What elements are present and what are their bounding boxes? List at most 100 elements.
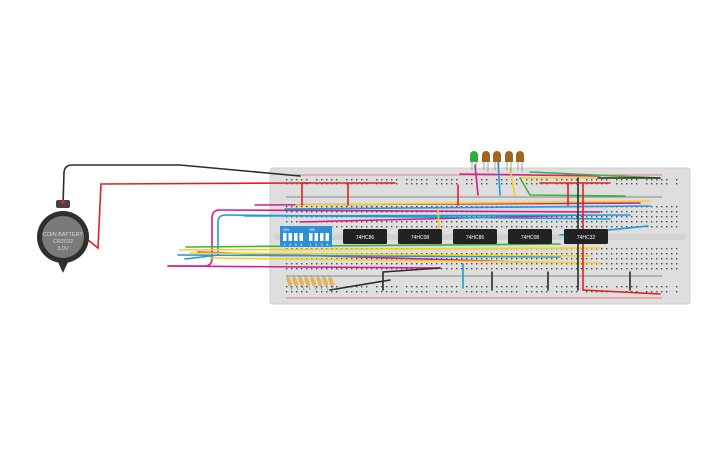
breadboard-hole xyxy=(626,263,628,265)
breadboard-hole xyxy=(621,183,623,185)
breadboard-hole xyxy=(461,221,463,223)
breadboard-hole xyxy=(531,263,533,265)
resistor[interactable] xyxy=(292,276,299,287)
breadboard-hole xyxy=(356,286,358,288)
breadboard-hole xyxy=(631,183,633,185)
breadboard-hole xyxy=(386,263,388,265)
breadboard-hole xyxy=(511,253,513,255)
breadboard-hole xyxy=(446,291,448,293)
breadboard-hole xyxy=(676,179,678,181)
breadboard-hole xyxy=(441,286,443,288)
breadboard-hole xyxy=(426,179,428,181)
dip-switch-1[interactable]: ON 1 2 3 4 xyxy=(280,226,306,247)
resistor[interactable] xyxy=(316,276,323,287)
breadboard-hole xyxy=(376,291,378,293)
breadboard-hole xyxy=(661,263,663,265)
coin-battery[interactable]: COIN BATTERY CR2032 3.0V xyxy=(37,200,89,273)
breadboard-hole xyxy=(361,286,363,288)
breadboard-hole xyxy=(556,253,558,255)
breadboard-hole xyxy=(476,221,478,223)
breadboard-hole xyxy=(521,263,523,265)
breadboard-hole xyxy=(506,291,508,293)
breadboard-hole xyxy=(591,291,593,293)
resistor[interactable] xyxy=(322,276,329,287)
led-orange-4[interactable] xyxy=(516,151,524,172)
chip-5-label: 74HC32 xyxy=(577,235,596,241)
breadboard-hole xyxy=(371,211,373,213)
breadboard-hole xyxy=(436,183,438,185)
breadboard-hole xyxy=(296,206,298,208)
breadboard-hole xyxy=(571,221,573,223)
breadboard-hole xyxy=(421,291,423,293)
breadboard-hole xyxy=(651,226,653,228)
breadboard-hole xyxy=(486,268,488,270)
chip-1[interactable]: 74HC86 xyxy=(343,229,387,244)
breadboard-hole xyxy=(431,206,433,208)
breadboard-hole xyxy=(351,206,353,208)
breadboard-hole xyxy=(526,183,528,185)
breadboard-hole xyxy=(331,179,333,181)
breadboard-hole xyxy=(451,263,453,265)
breadboard-hole xyxy=(531,183,533,185)
breadboard-hole xyxy=(611,268,613,270)
breadboard-hole xyxy=(596,253,598,255)
chip-4[interactable]: 74HC08 xyxy=(508,229,552,244)
led-orange-1[interactable] xyxy=(482,151,490,172)
breadboard-hole xyxy=(476,258,478,260)
chip-2[interactable]: 74HC08 xyxy=(398,229,442,244)
breadboard-hole xyxy=(416,226,418,228)
breadboard-hole xyxy=(661,216,663,218)
resistor[interactable] xyxy=(298,276,305,287)
breadboard-hole xyxy=(286,286,288,288)
breadboard-hole xyxy=(656,248,658,250)
led-orange-2[interactable] xyxy=(493,151,501,172)
breadboard-hole xyxy=(356,258,358,260)
breadboard-hole xyxy=(296,179,298,181)
resistor[interactable] xyxy=(304,276,311,287)
breadboard-hole xyxy=(666,248,668,250)
breadboard-hole xyxy=(636,248,638,250)
breadboard-hole xyxy=(441,253,443,255)
breadboard-hole xyxy=(446,179,448,181)
led-orange-3[interactable] xyxy=(505,151,513,172)
breadboard-hole xyxy=(381,221,383,223)
breadboard-hole xyxy=(641,216,643,218)
breadboard-hole xyxy=(601,248,603,250)
breadboard-hole xyxy=(661,179,663,181)
breadboard-hole xyxy=(556,263,558,265)
breadboard-hole xyxy=(286,268,288,270)
chip-4-label: 74HC08 xyxy=(521,235,540,241)
resistor[interactable] xyxy=(310,276,317,287)
breadboard-hole xyxy=(486,253,488,255)
breadboard-hole xyxy=(611,211,613,213)
breadboard-hole xyxy=(346,179,348,181)
wire-black-2 xyxy=(382,267,441,273)
led-green[interactable] xyxy=(470,151,478,172)
breadboard-hole xyxy=(611,253,613,255)
breadboard-hole xyxy=(476,291,478,293)
wire-green-2 xyxy=(519,177,626,197)
breadboard-hole xyxy=(511,221,513,223)
breadboard-hole xyxy=(666,263,668,265)
breadboard-hole xyxy=(441,179,443,181)
breadboard-hole xyxy=(351,179,353,181)
breadboard-hole xyxy=(641,258,643,260)
breadboard-hole xyxy=(536,268,538,270)
breadboard-hole xyxy=(361,221,363,223)
breadboard-hole xyxy=(396,206,398,208)
dip-switch-2[interactable]: ON 1 2 3 4 xyxy=(306,226,332,247)
breadboard-hole xyxy=(556,286,558,288)
breadboard-hole xyxy=(536,179,538,181)
breadboard-hole xyxy=(291,291,293,293)
chip-5[interactable]: 74HC32 xyxy=(564,229,608,244)
chip-3[interactable]: 74HC86 xyxy=(453,229,497,244)
breadboard-hole xyxy=(356,211,358,213)
resistor[interactable] xyxy=(286,276,293,287)
dip-switch-1-levers xyxy=(283,233,303,241)
breadboard-hole xyxy=(526,291,528,293)
breadboard-hole xyxy=(576,291,578,293)
resistor[interactable] xyxy=(328,276,335,287)
breadboard-hole xyxy=(306,179,308,181)
breadboard-hole xyxy=(306,211,308,213)
breadboard-hole xyxy=(461,226,463,228)
